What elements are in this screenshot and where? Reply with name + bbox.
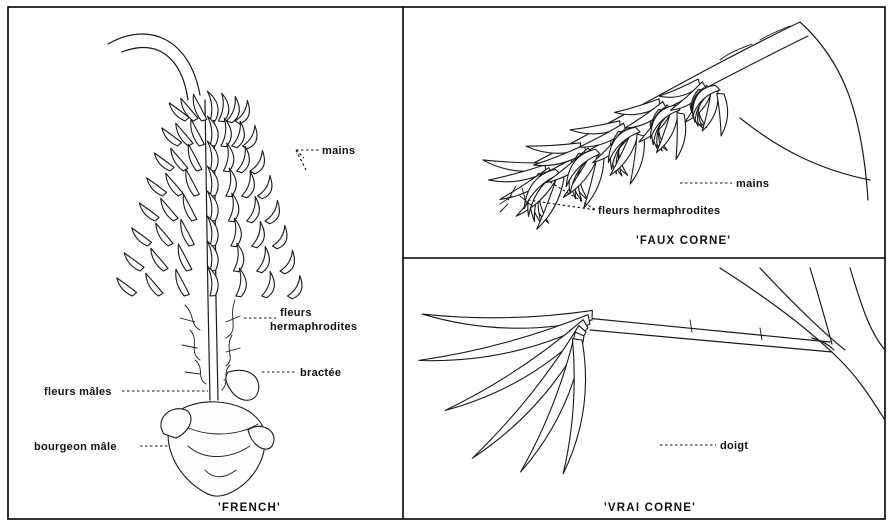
banana-finger xyxy=(181,219,195,246)
banana-finger xyxy=(233,243,244,271)
banana-finger xyxy=(132,228,152,246)
banana-finger xyxy=(178,244,192,271)
panel-frame xyxy=(8,7,885,519)
banana-finger xyxy=(226,168,237,196)
banana-finger xyxy=(257,246,270,272)
vrai-corne-fruits xyxy=(419,310,593,473)
banana-finger xyxy=(265,200,279,223)
banana-finger xyxy=(242,171,255,197)
banana-finger xyxy=(273,225,287,248)
banana-finger xyxy=(207,91,218,121)
banana-finger xyxy=(154,153,174,171)
banana-finger xyxy=(223,143,234,171)
banana-finger xyxy=(166,173,183,196)
french-label-fleurs-males: fleurs mâles xyxy=(44,386,112,398)
vrai-label-doigt: doigt xyxy=(720,440,748,452)
banana-finger xyxy=(250,150,264,173)
french-label-fleurs-line1: fleurs xyxy=(280,307,312,319)
banana-finger xyxy=(228,193,239,221)
banana-finger xyxy=(237,146,250,172)
banana-finger xyxy=(147,178,167,196)
french-label-mains: mains xyxy=(322,145,355,157)
french-label-bourgeon-male: bourgeon mâle xyxy=(34,441,117,453)
banana-finger xyxy=(151,248,168,271)
vrai-corne-labels: doigt xyxy=(660,440,748,452)
banana-finger xyxy=(176,269,190,296)
vrai-corne-caption: 'VRAI CORNE' xyxy=(604,502,696,514)
banana-finger xyxy=(232,121,245,147)
banana-finger xyxy=(288,275,302,298)
banana-finger xyxy=(247,196,260,222)
banana-finger xyxy=(156,223,173,246)
faux-corne-labels: mains fleurs hermaphrodites xyxy=(528,178,769,217)
faux-label-fleurs-hermaphrodites: fleurs hermaphrodites xyxy=(598,205,720,217)
banana-finger xyxy=(117,278,137,296)
banana-finger xyxy=(124,253,144,271)
banana-finger xyxy=(236,268,247,296)
banana-finger xyxy=(218,93,229,121)
french-label-fleurs-line2: hermaphrodites xyxy=(270,321,357,333)
banana-finger xyxy=(186,169,200,196)
faux-corne-illustration xyxy=(483,22,870,229)
banana-finger xyxy=(161,198,178,221)
banana-finger xyxy=(231,218,242,246)
banana-finger xyxy=(262,271,275,297)
french-banana-hands xyxy=(117,91,302,299)
banana-finger xyxy=(183,194,197,221)
banana-finger xyxy=(139,203,159,221)
vrai-corne-illustration xyxy=(419,268,885,474)
french-label-bractee: bractée xyxy=(300,367,341,379)
banana-finger xyxy=(676,113,686,160)
banana-finger xyxy=(191,119,205,146)
banana-finger xyxy=(717,93,728,135)
french-illustration xyxy=(108,34,302,496)
banana-finger xyxy=(252,221,265,247)
banana-finger xyxy=(146,273,163,296)
french-caption: 'FRENCH' xyxy=(218,502,281,514)
faux-corne-caption: 'FAUX CORNE' xyxy=(636,235,731,247)
banana-finger xyxy=(280,250,294,273)
banana-finger xyxy=(188,144,202,171)
banana-finger xyxy=(258,175,272,198)
faux-label-mains: mains xyxy=(736,178,769,190)
